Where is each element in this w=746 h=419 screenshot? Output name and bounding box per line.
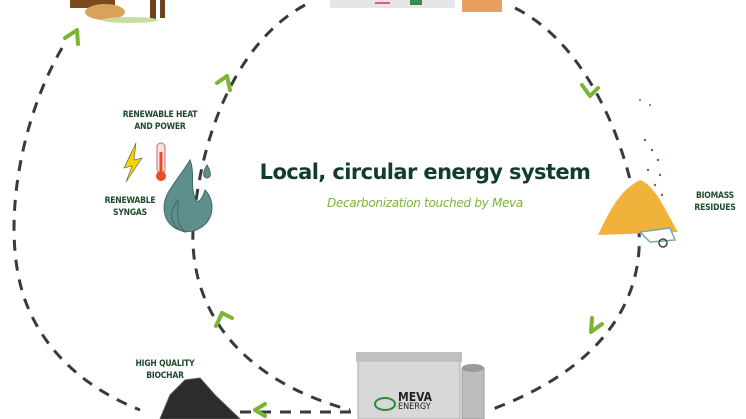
lightning-icon: [123, 142, 143, 183]
biomass-label: BIOMASS RESIDUES: [685, 190, 745, 214]
meva-logo-icon: [374, 397, 396, 411]
label-line: AND POWER: [134, 122, 186, 132]
meva-energy-unit-icon: [356, 352, 485, 419]
label-line: HIGH QUALITY: [135, 359, 195, 369]
logo-line: ENERGY: [398, 402, 431, 412]
label-line: BIOMASS: [696, 191, 734, 201]
diagram-subtitle: Decarbonization touched by Meva: [327, 196, 523, 210]
syngas-flame-icon: [163, 158, 213, 233]
meva-logo-text: MEVA ENERGY: [398, 390, 433, 412]
label-line: BIOCHAR: [146, 371, 184, 381]
diagram-title: Local, circular energy system: [259, 160, 591, 184]
label-line: RENEWABLE HEAT: [122, 110, 198, 120]
thermometer-icon: [156, 142, 166, 181]
arrow-down-icon: [589, 316, 604, 334]
heat-power-label: RENEWABLE HEAT AND POWER: [100, 109, 220, 133]
arrow-up-icon: [215, 74, 232, 92]
label-line: SYNGAS: [113, 208, 147, 218]
arrow-up-icon: [214, 311, 234, 328]
logo-line: MEVA: [398, 390, 433, 404]
syngas-label: RENEWABLE SYNGAS: [90, 195, 170, 219]
biomass-pile-icon: [598, 99, 678, 248]
wood-pile-icon: [70, 0, 165, 23]
arrow-up-icon: [63, 28, 80, 46]
facility-icon: [330, 0, 502, 12]
label-line: RESIDUES: [694, 203, 736, 213]
arrow-down-icon: [580, 83, 600, 98]
biochar-label: HIGH QUALITY BIOCHAR: [115, 358, 215, 382]
label-line: RENEWABLE: [104, 196, 156, 206]
outer-loop-left: [12, 47, 141, 412]
arrow-left-icon: [253, 402, 267, 418]
biochar-icon: [159, 377, 241, 419]
